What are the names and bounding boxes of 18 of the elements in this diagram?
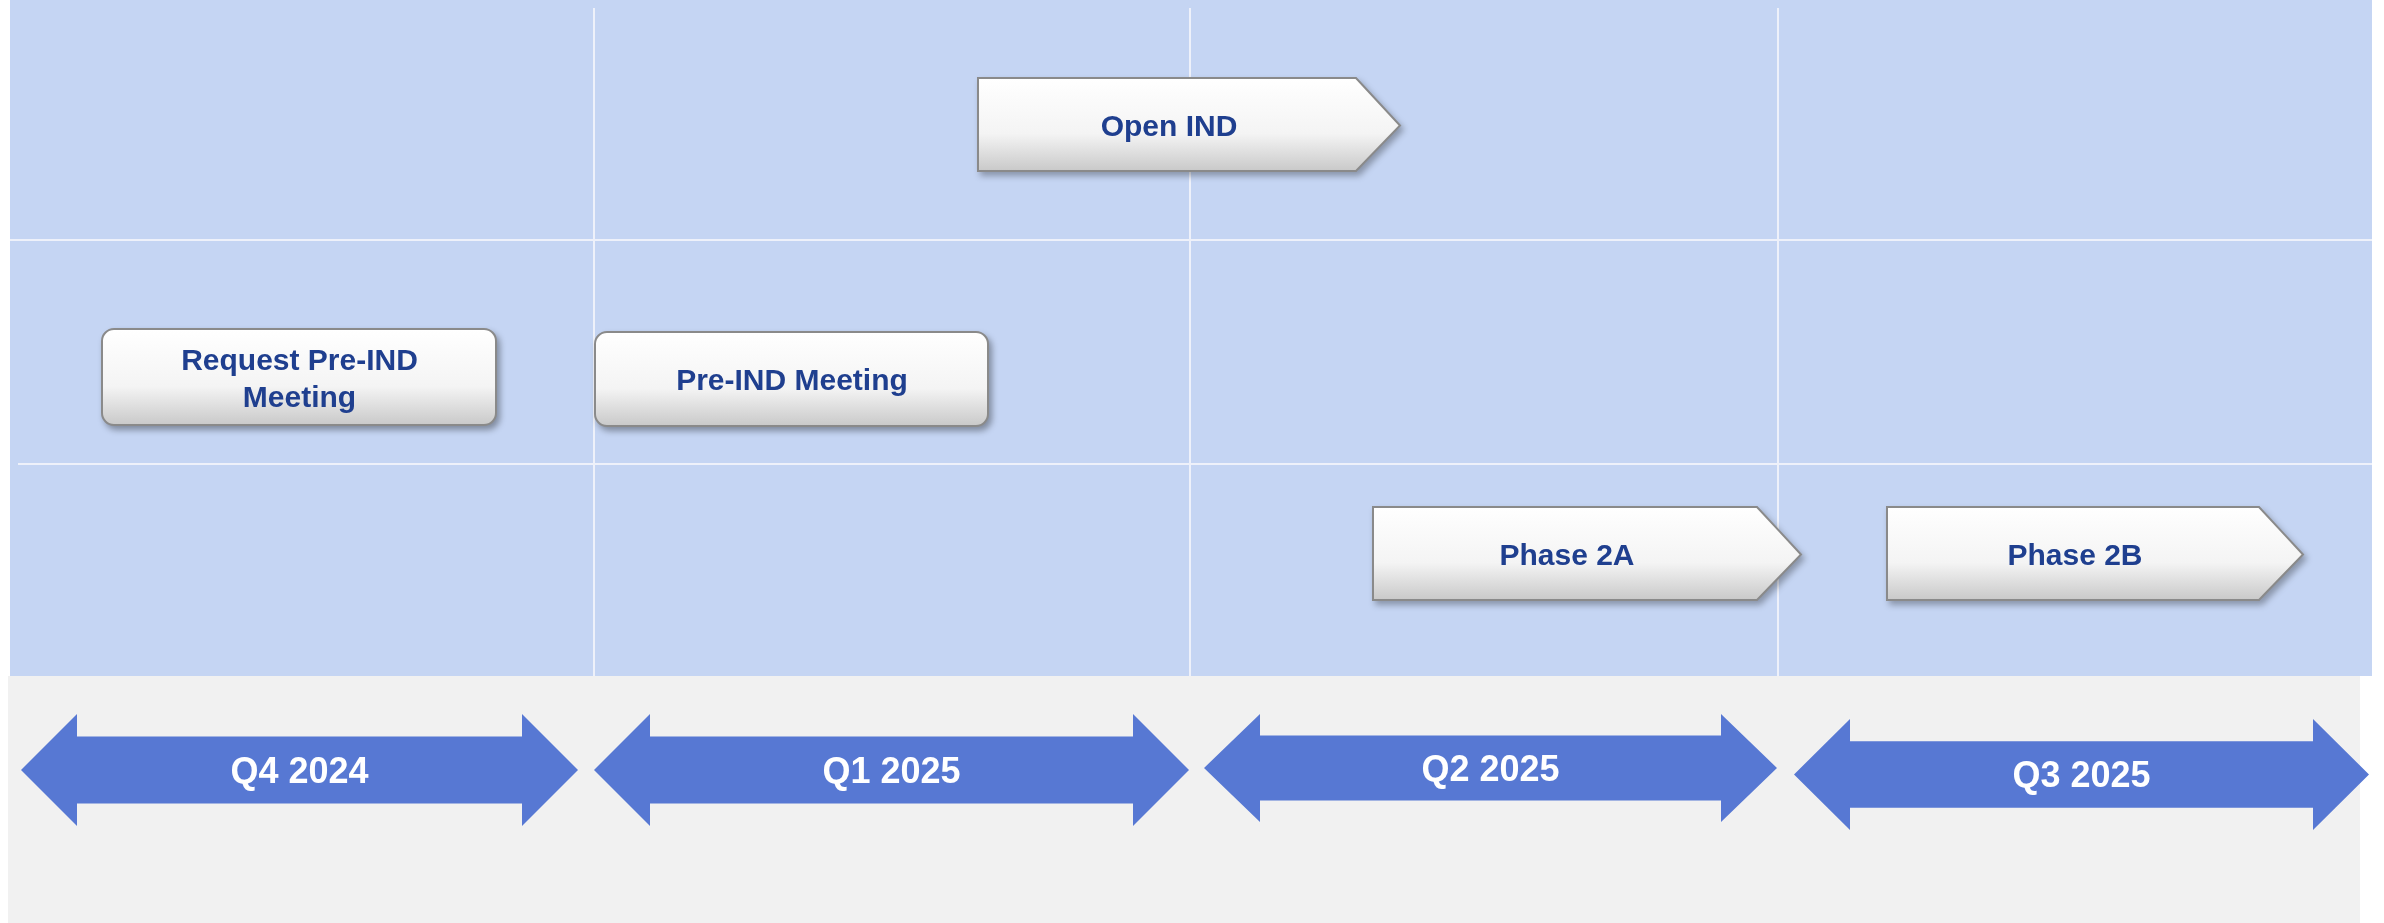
quarter-banner bbox=[1204, 714, 1777, 822]
milestone-label: Phase 2B bbox=[2007, 536, 2143, 573]
quarter-label: Q1 2025 bbox=[822, 748, 961, 793]
milestone-box bbox=[593, 330, 991, 430]
milestone-arrow bbox=[976, 76, 1402, 175]
quarter-banner bbox=[1794, 719, 2369, 830]
quarter-banner bbox=[594, 714, 1189, 826]
milestone-arrow bbox=[1885, 505, 2305, 604]
milestone-label: Pre-IND Meeting bbox=[676, 362, 908, 399]
milestone-label: Open IND bbox=[1100, 107, 1238, 144]
milestone-label: Phase 2A bbox=[1499, 536, 1635, 573]
milestone-label: Request Pre-IND Meeting bbox=[180, 341, 419, 415]
quarter-label: Q2 2025 bbox=[1421, 746, 1560, 791]
quarter-label: Q3 2025 bbox=[2012, 753, 2151, 797]
milestone-arrow bbox=[1371, 505, 1803, 604]
milestone-box bbox=[100, 327, 499, 429]
quarter-banner bbox=[21, 714, 578, 826]
quarter-label: Q4 2024 bbox=[230, 748, 369, 793]
